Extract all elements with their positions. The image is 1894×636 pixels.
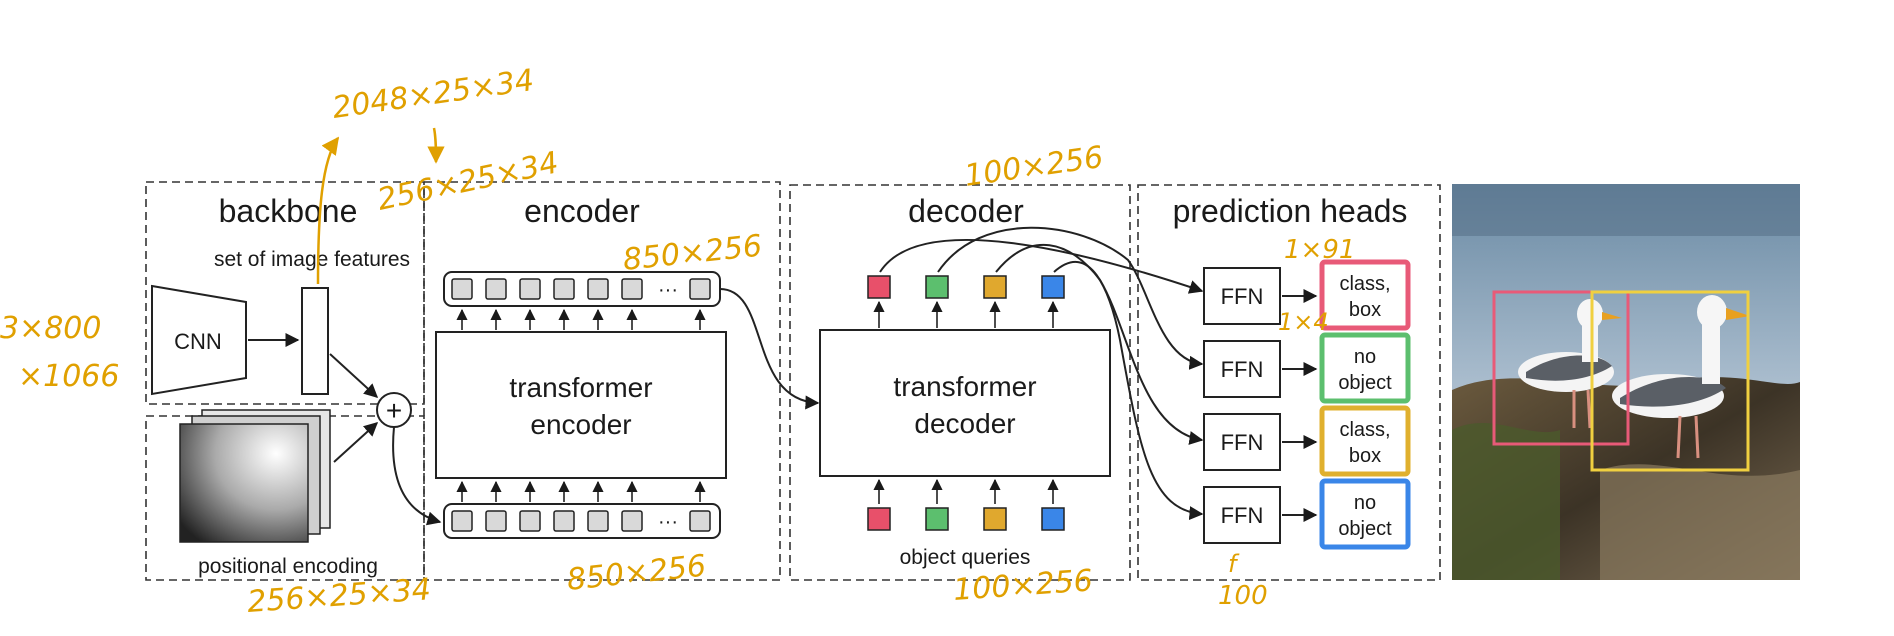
- image-features-label: set of image features: [214, 248, 410, 271]
- ffn-label: FFN: [1221, 503, 1264, 528]
- annotation-input-size-1: 3×800: [0, 311, 101, 346]
- prediction-output-line1: no: [1354, 492, 1376, 514]
- encoder-input-token: [451, 510, 473, 532]
- encoder-output-token: [485, 278, 507, 300]
- ffn-label: FFN: [1221, 357, 1264, 382]
- encoder-output-token: [689, 278, 711, 300]
- prediction-output-box: [1319, 405, 1411, 477]
- annotation-box-dim: 1×4: [1278, 308, 1329, 336]
- seagull-photo: [1452, 184, 1800, 580]
- annotation-enc-in-bottom: 850×256: [565, 549, 708, 598]
- annotation-cls-dim: 1×91: [1284, 235, 1355, 265]
- encoder-input-token: [553, 510, 575, 532]
- encoder-input-tokens: [443, 503, 721, 539]
- plus-symbol: +: [386, 395, 402, 426]
- annotation-dec-out: 100×256: [962, 140, 1105, 194]
- annotation-input-size-2: ×1066: [18, 359, 119, 394]
- object-query-embeddings: [867, 478, 1065, 531]
- encoder-input-token-cells: [451, 510, 711, 532]
- transformer-decoder-block: [819, 329, 1111, 477]
- detection-box-1: [1492, 290, 1630, 446]
- section-title-encoder: encoder: [524, 193, 640, 229]
- prediction-output-line1: class,: [1339, 419, 1390, 441]
- section-title-decoder: decoder: [908, 193, 1024, 229]
- transformer-encoder-block: [435, 331, 727, 479]
- encoder-output-token-cells: [451, 278, 711, 300]
- annotation-cnn-out-arrow: [316, 136, 340, 285]
- annotation-queries: 100×256: [952, 563, 1094, 608]
- prediction-output-box: [1319, 478, 1411, 550]
- transformer-encoder-line2: encoder: [530, 409, 631, 440]
- section-frames: [145, 181, 1441, 581]
- object-queries-label: object queries: [900, 546, 1031, 569]
- ffn-block: [1203, 486, 1281, 544]
- prediction-output-line2: box: [1349, 299, 1381, 321]
- positional-encoding-stack: [179, 409, 331, 543]
- prediction-output-line2: object: [1338, 372, 1392, 394]
- prediction-output-box: [1319, 332, 1411, 404]
- transformer-decoder-line1: transformer: [893, 371, 1036, 402]
- object-query: [925, 507, 949, 531]
- encoder-to-decoder-arrow: [719, 288, 820, 410]
- backbone-frame: [145, 181, 425, 405]
- prediction-output-box: [1319, 259, 1411, 331]
- ffn-block: [1203, 267, 1281, 325]
- ffn-label: FFN: [1221, 430, 1264, 455]
- encoder-input-token: [689, 510, 711, 532]
- object-query: [983, 507, 1007, 531]
- encoder-ellipsis-top: ···: [658, 279, 678, 301]
- transformer-decoder-line2: decoder: [914, 408, 1015, 439]
- encoder-output-arrows: [456, 308, 706, 330]
- encoder-input-token: [519, 510, 541, 532]
- prediction-output-line1: no: [1354, 346, 1376, 368]
- ffn-block: [1203, 340, 1281, 398]
- encoder-ellipsis-bottom: ···: [658, 511, 678, 533]
- object-query: [867, 507, 891, 531]
- prediction-output-line2: box: [1349, 445, 1381, 467]
- encoder-input-token: [587, 510, 609, 532]
- prediction-output-line1: class,: [1339, 273, 1390, 295]
- transformer-encoder-line1: transformer: [509, 372, 652, 403]
- cnn-label: CNN: [174, 329, 222, 354]
- annotation-ffn-count-2: 100: [1218, 581, 1268, 611]
- encoder-output-token: [451, 278, 473, 300]
- encoder-output-token: [587, 278, 609, 300]
- decoder-frame: [789, 184, 1131, 581]
- decoder-to-ffn-arrows: [879, 226, 1204, 520]
- heads-frame: [1137, 184, 1441, 581]
- ffn-label: FFN: [1221, 284, 1264, 309]
- decoder-output-embeddings: [867, 275, 1065, 328]
- section-title-heads: prediction heads: [1173, 193, 1408, 229]
- image-features-block: [301, 287, 329, 395]
- annotation-ffn-count-1: f: [1228, 550, 1240, 578]
- encoder-input-token: [621, 510, 643, 532]
- decoder-output-embedding: [1041, 275, 1065, 299]
- annotation-cnn-out: 2048×25×34: [330, 63, 536, 126]
- encoder-output-token: [553, 278, 575, 300]
- encoder-input-token: [485, 510, 507, 532]
- encoder-output-token: [621, 278, 643, 300]
- features-to-plus-arrow: [329, 353, 379, 398]
- decoder-output-embedding: [983, 275, 1007, 299]
- decoder-output-embedding: [867, 275, 891, 299]
- encoder-output-token: [519, 278, 541, 300]
- section-title-backbone: backbone: [219, 193, 358, 229]
- detection-box-2: [1590, 290, 1750, 472]
- positional-encoding-label: positional encoding: [198, 555, 378, 578]
- decoder-output-embedding: [925, 275, 949, 299]
- prediction-output-line2: object: [1338, 518, 1392, 540]
- annotation-proj-arrow: [427, 127, 445, 164]
- ffn-block: [1203, 413, 1281, 471]
- encoder-input-arrows: [456, 480, 706, 502]
- annotation-enc-in: 850×256: [621, 229, 764, 278]
- posenc-to-plus-arrow: [333, 422, 379, 463]
- cnn-block: [151, 284, 247, 396]
- object-query: [1041, 507, 1065, 531]
- plus-to-encoder-input-arrow: [392, 426, 442, 526]
